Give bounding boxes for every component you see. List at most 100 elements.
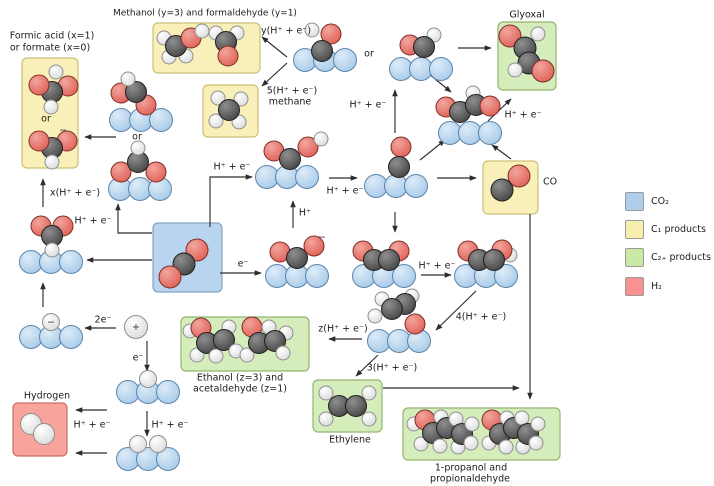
hydrogen-atom <box>464 416 480 432</box>
surface-atom <box>149 108 173 132</box>
hydrogen-atom <box>208 348 224 364</box>
carbon-atom <box>213 329 235 351</box>
surface-atom <box>478 121 502 145</box>
surface-atom <box>295 165 319 189</box>
ch2cho-adsorbed <box>367 288 431 353</box>
ethylene-molecule <box>318 385 377 427</box>
cooh-adsorbed <box>255 131 329 189</box>
carbon-atom <box>378 249 400 271</box>
hydrogen-atom <box>120 71 136 87</box>
oxygen-atom <box>404 313 426 335</box>
oxygen-atom <box>158 265 182 289</box>
oxygen-atom <box>390 136 412 158</box>
hydrogen-atom <box>139 370 157 388</box>
carbon-atom <box>345 395 367 417</box>
arrow-coh-to-methanol-box <box>261 36 288 58</box>
arrow-cobox-to-occho <box>491 144 512 160</box>
oxygen-atom <box>531 59 555 83</box>
hydrogen-atom <box>43 99 59 115</box>
hydrogen-atom <box>208 113 224 129</box>
surface-atom <box>494 264 518 288</box>
carbon-atom <box>125 81 147 103</box>
surface-atom <box>305 264 329 288</box>
proton: + <box>124 315 148 339</box>
occoh-adsorbed <box>454 239 518 288</box>
occho-adsorbed <box>435 85 502 145</box>
oxygen-atom <box>320 23 342 45</box>
surface-atom <box>156 380 180 404</box>
arrow-ch2cho-to-ethylene-box <box>355 354 379 377</box>
hydrogen-atom <box>514 410 530 426</box>
oxygen-atom <box>479 95 501 117</box>
surface-atom <box>333 48 357 72</box>
hydrogen-atom <box>33 423 55 445</box>
hydrogen-atom <box>44 242 60 258</box>
formic-acid-molecule <box>28 64 79 115</box>
minus-charge: − <box>47 317 55 328</box>
acetaldehyde-molecule <box>239 316 294 363</box>
hydrogen-atom <box>528 435 544 451</box>
oxygen-atom <box>110 161 132 183</box>
h-adsorbed <box>116 370 180 404</box>
hydrogen-atom <box>361 411 377 427</box>
hydride-adsorbed: − <box>19 313 83 349</box>
hydrogen-atom <box>413 436 429 452</box>
co-molecule <box>490 164 531 202</box>
hydrogen-atom <box>42 313 60 331</box>
arrow-coh-to-methane-box <box>261 62 288 87</box>
surface-atom <box>156 447 180 471</box>
ethanol-molecule <box>182 317 244 364</box>
hydrogen-atom <box>129 435 147 453</box>
formate-monodentate <box>109 71 173 132</box>
coh-adsorbed <box>293 22 357 72</box>
minus-charge: − <box>59 125 67 136</box>
2h-adsorbed <box>116 435 180 471</box>
carbon-atom <box>381 298 403 320</box>
arrow-co-to-occho <box>419 139 446 161</box>
plus-charge: + <box>132 322 140 333</box>
hydrogen-atom <box>48 64 64 80</box>
hydrogen-atom <box>130 140 146 156</box>
formate-bidentate <box>108 140 172 201</box>
oxygen-atom <box>498 24 522 48</box>
hydrogen-atom <box>463 435 479 451</box>
oxygen-atom <box>217 45 239 67</box>
surface-atom <box>59 325 83 349</box>
hydrogen-atom <box>194 23 210 39</box>
hydrogen-atom <box>367 308 383 324</box>
hydrogen-atom <box>498 439 514 455</box>
formate-h-adsorbed <box>19 215 83 274</box>
hydrogen-atom <box>149 435 167 453</box>
hydrogen-atom <box>318 385 334 401</box>
carbon-atom <box>388 156 410 178</box>
arrow-occoh-to-ch2cho <box>435 290 477 331</box>
hydrogen-atom <box>239 347 255 363</box>
oxygen-atom <box>28 130 50 152</box>
h2-molecule <box>20 413 55 445</box>
hydrogen-atom <box>275 345 291 361</box>
formate-molecule: − <box>28 125 78 170</box>
surface-atom <box>404 174 428 198</box>
propanol-molecule <box>406 409 480 455</box>
methane-molecule <box>208 90 249 130</box>
surface-atom <box>59 250 83 274</box>
carbon-atom <box>279 148 301 170</box>
co-adsorbed <box>364 136 428 198</box>
hydrogen-atom <box>233 91 249 107</box>
carbon-atom <box>286 247 308 269</box>
surface-atom <box>392 264 416 288</box>
oxygen-atom <box>145 161 167 183</box>
hydrogen-atom <box>304 22 320 38</box>
propionaldehyde-molecule <box>481 409 546 455</box>
glyoxal-molecule <box>498 24 555 83</box>
surface-atom <box>429 57 453 81</box>
hydrogen-atom <box>44 154 60 170</box>
co2-molecule <box>158 238 209 289</box>
hydrogen-atom <box>318 411 334 427</box>
hydrogen-atom <box>432 438 448 454</box>
carbon-atom <box>490 178 514 202</box>
co2-anion-adsorbed: − <box>265 232 329 288</box>
arrow-co2box-to-cooh <box>209 174 253 227</box>
carbon-atom <box>483 249 505 271</box>
